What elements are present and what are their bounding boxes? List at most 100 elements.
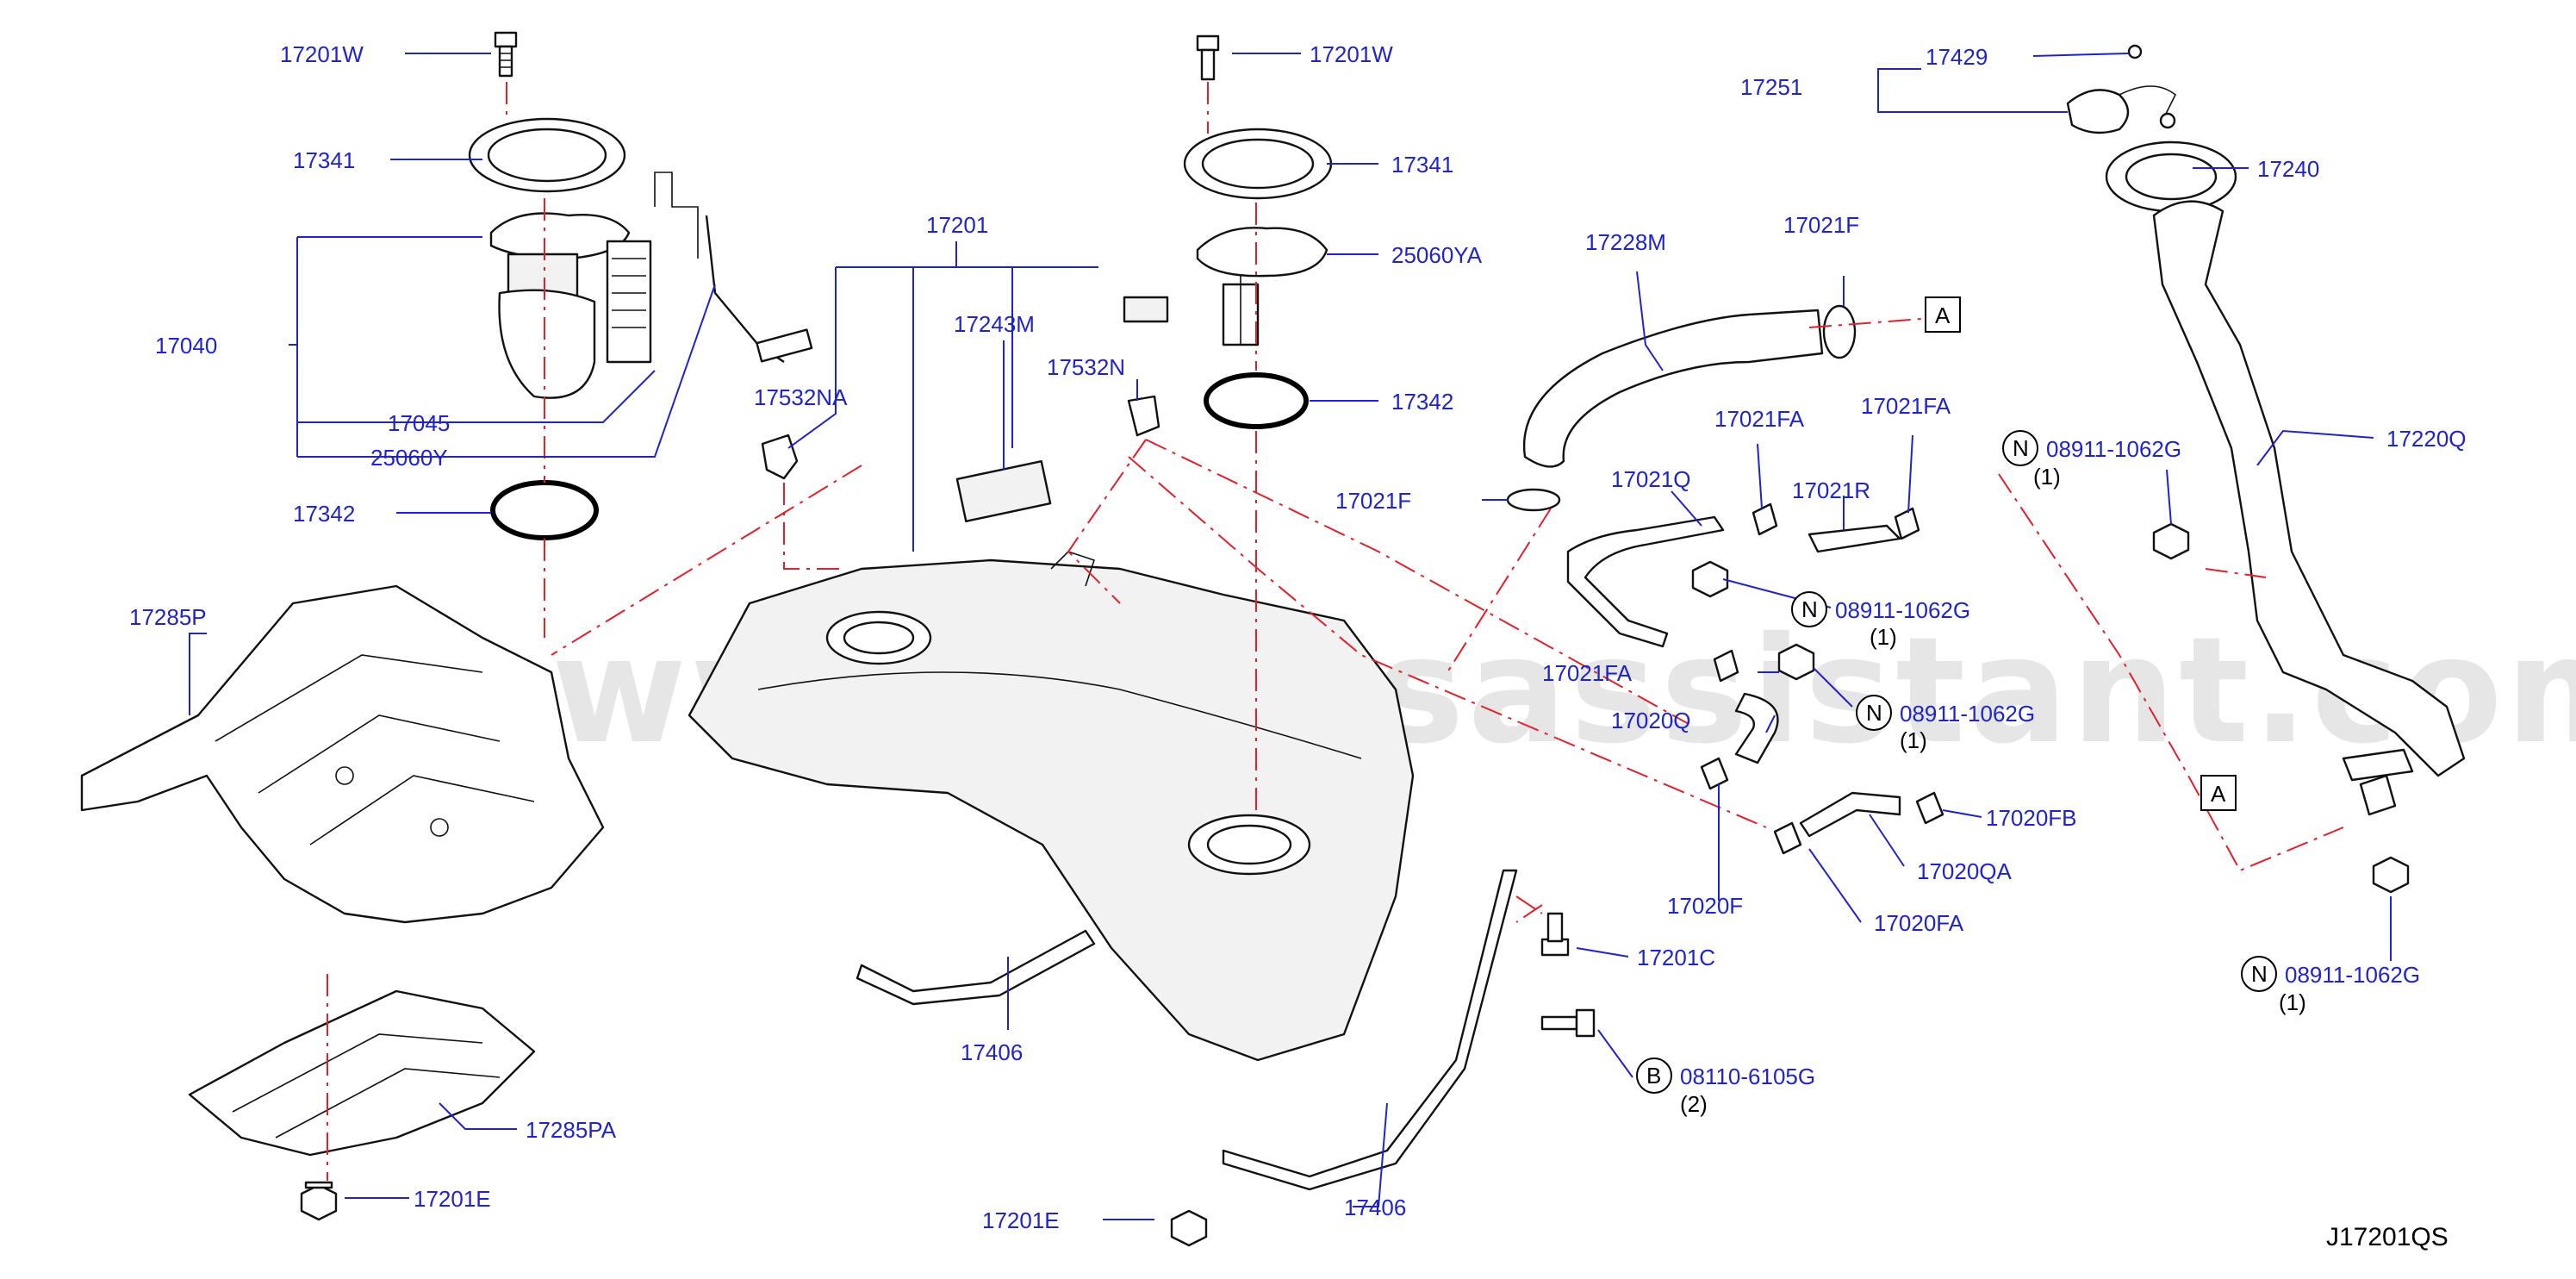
qty-08911-1062G-a: (1) [2033,464,2061,490]
clip-17020FA [1773,821,1802,855]
label-17021R: 17021R [1792,477,1870,503]
plate-17341-center [1183,128,1333,200]
ref-box-a-bottom [2200,775,2237,811]
qty-08110-6105G: (2) [1680,1091,1708,1117]
diagram-code: J17201QS [2326,1223,2448,1251]
label-17021Q: 17021Q [1611,466,1691,492]
label-17020QA: 17020QA [1917,858,2013,884]
label-17020FA: 17020FA [1874,910,1964,936]
ref-a-bottom: A [2211,781,2226,807]
clip-17021FA-b [1894,507,1920,540]
label-17342-left: 17342 [293,501,355,527]
clip-17021FA-a [1752,502,1778,536]
nut-08911-d [2372,856,2410,894]
label-17228M: 17228M [1585,229,1666,255]
label-17240: 17240 [2257,156,2319,182]
n-symbol-2 [1791,591,1827,627]
n-letter-1: N [2013,435,2029,461]
ref-a-top: A [1935,303,1951,328]
label-17201E-right: 17201E [982,1207,1060,1233]
label-17285PA: 17285PA [526,1117,617,1143]
label-08911-1062G-d: 08911-1062G [2285,962,2420,988]
fuel-tank-17201 [688,551,1415,1062]
label-17429: 17429 [1926,44,1988,70]
sender-25060YA [1123,227,1328,346]
label-17201C: 17201C [1637,945,1715,970]
strap-17406-right [1222,869,1518,1191]
label-17341-left: 17341 [293,147,355,173]
label-17020Q: 17020Q [1611,708,1691,733]
label-08110-6105G: 08110-6105G [1680,1064,1815,1089]
label-17201: 17201 [926,212,988,238]
plate-17341-left [468,117,626,193]
label-25060Y: 25060Y [370,445,448,471]
label-17021FA-b: 17021FA [1861,393,1951,419]
label-08911-1062G-b: 08911-1062G [1835,597,1970,623]
label-17251: 17251 [1740,74,1802,100]
label-17406-left: 17406 [961,1039,1023,1065]
o-ring-17342-left [490,480,599,540]
filler-tube-17220Q [2152,200,2466,816]
label-17020FB: 17020FB [1986,805,2077,831]
label-17021FA-a: 17021FA [1714,406,1805,432]
hose-17021R [1808,524,1901,553]
heat-shield-17285P [80,584,605,924]
label-17201E-left: 17201E [414,1186,491,1212]
pump-module-17040 [489,172,813,399]
nut-08911-a [1691,560,1729,598]
label-17021F-mid: 17021F [1335,488,1411,514]
nut-08911-b [1777,643,1815,681]
qty-08911-1062G-b: (1) [1870,624,1897,650]
clip-17020FB [1915,791,1944,825]
o-ring-17342-center [1204,372,1309,429]
bolt-17201W-left [494,31,518,78]
label-17201W-left: 17201W [280,41,364,67]
bolt-08110-6105G [1540,1008,1596,1038]
label-17201W-center: 17201W [1310,41,1393,67]
strap-17406-left [856,929,1096,1006]
ref-box-a-top [1925,296,1961,333]
n-symbol-4 [2241,956,2277,992]
label-08911-1062G-c: 08911-1062G [1900,701,2035,727]
label-17243M: 17243M [954,311,1035,337]
insulator-17243M [955,459,1052,523]
qty-08911-1062G-d: (1) [2279,989,2306,1015]
clip-17021FA-c [1713,649,1739,683]
label-17285P: 17285P [129,604,207,630]
label-25060YA: 25060YA [1391,242,1483,268]
bolt-17201C [1540,912,1570,957]
seal-17240 [2105,140,2237,213]
label-17020F: 17020F [1667,893,1743,919]
label-17342-center: 17342 [1391,389,1453,415]
clip-17020F [1700,757,1729,790]
clamp-17021F-top [1822,304,1857,359]
b-letter: B [1646,1063,1661,1089]
qty-08911-1062G-c: (1) [1900,727,1927,753]
bolt-17201W-center [1196,34,1220,81]
n-symbol-3 [1856,695,1892,731]
nut-17201E-right [1170,1209,1208,1247]
hose-17020Q [1734,692,1779,764]
label-08911-1062G-a: 08911-1062G [2046,436,2181,462]
n-letter-2: N [1801,596,1818,622]
nut-17201E-left [300,1181,338,1221]
clip-17532N [1127,395,1160,437]
hose-17228M [1522,309,1824,468]
label-17532N: 17532N [1047,354,1125,380]
label-17045: 17045 [388,410,450,436]
label-17220Q: 17220Q [2386,426,2467,452]
heat-shield-17285PA [188,989,536,1157]
pipe-17021Q [1566,515,1725,648]
clip-17532NA [761,434,799,480]
label-17021FA-c: 17021FA [1542,660,1633,686]
label-17532NA: 17532NA [754,384,848,410]
label-17406-right: 17406 [1344,1195,1406,1220]
b-symbol [1636,1058,1672,1094]
nut-08911-c [2152,522,2190,560]
cap-17251 [2066,44,2177,134]
hose-17020QA [1799,791,1901,838]
label-17040: 17040 [155,333,217,359]
n-letter-4: N [2251,961,2268,987]
n-letter-3: N [1866,700,1882,726]
